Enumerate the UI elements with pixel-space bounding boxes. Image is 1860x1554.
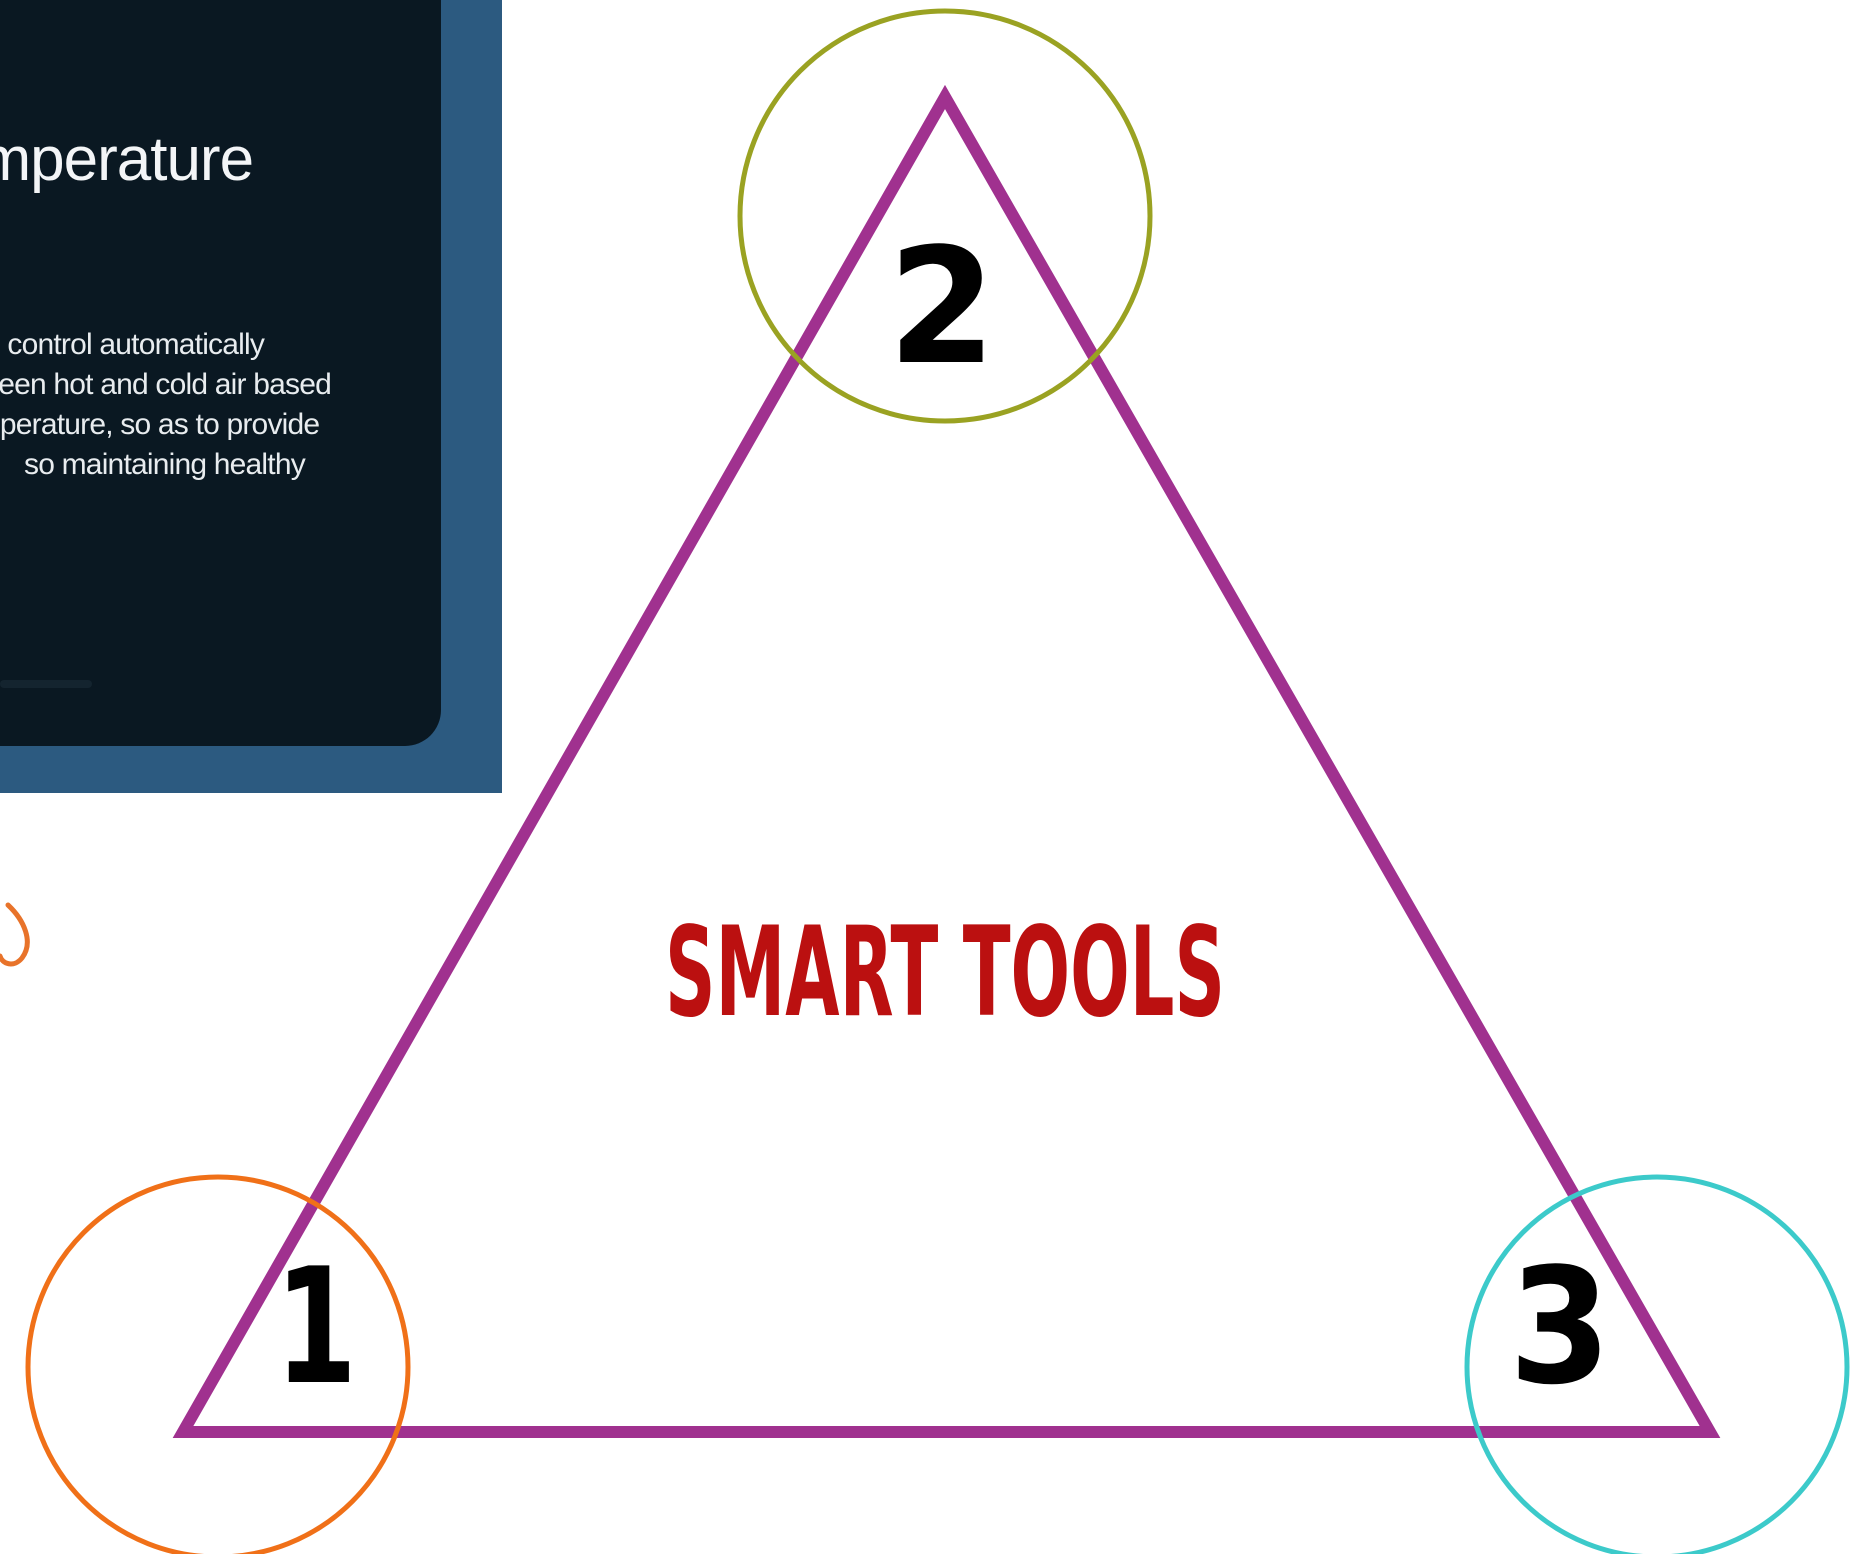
node-ring-2 — [737, 8, 1153, 424]
center-label: SMART TOOLS — [665, 901, 1225, 1045]
card-heading: emperature — [0, 125, 254, 194]
card-body-line: veen hot and cold air based — [0, 368, 332, 401]
node-ring-3 — [1464, 1174, 1850, 1554]
card-body-line: so maintaining healthy — [24, 448, 306, 481]
card-body-line: nperature, so as to provide — [0, 408, 320, 441]
node-number-2: 2 — [888, 213, 996, 400]
node-number-1: 1 — [275, 1233, 357, 1420]
node-ring-1 — [25, 1174, 411, 1554]
orange-doodle-icon — [0, 902, 30, 967]
embedded-screenshot-frame: emperature e control automatically veen … — [0, 0, 502, 793]
triangle-outline — [172, 84, 1721, 1438]
temperature-feature-card: emperature e control automatically veen … — [0, 0, 441, 746]
node-number-3: 3 — [1509, 1233, 1611, 1420]
card-body-line: e control automatically — [0, 328, 265, 361]
card-faded-footer — [0, 680, 92, 688]
